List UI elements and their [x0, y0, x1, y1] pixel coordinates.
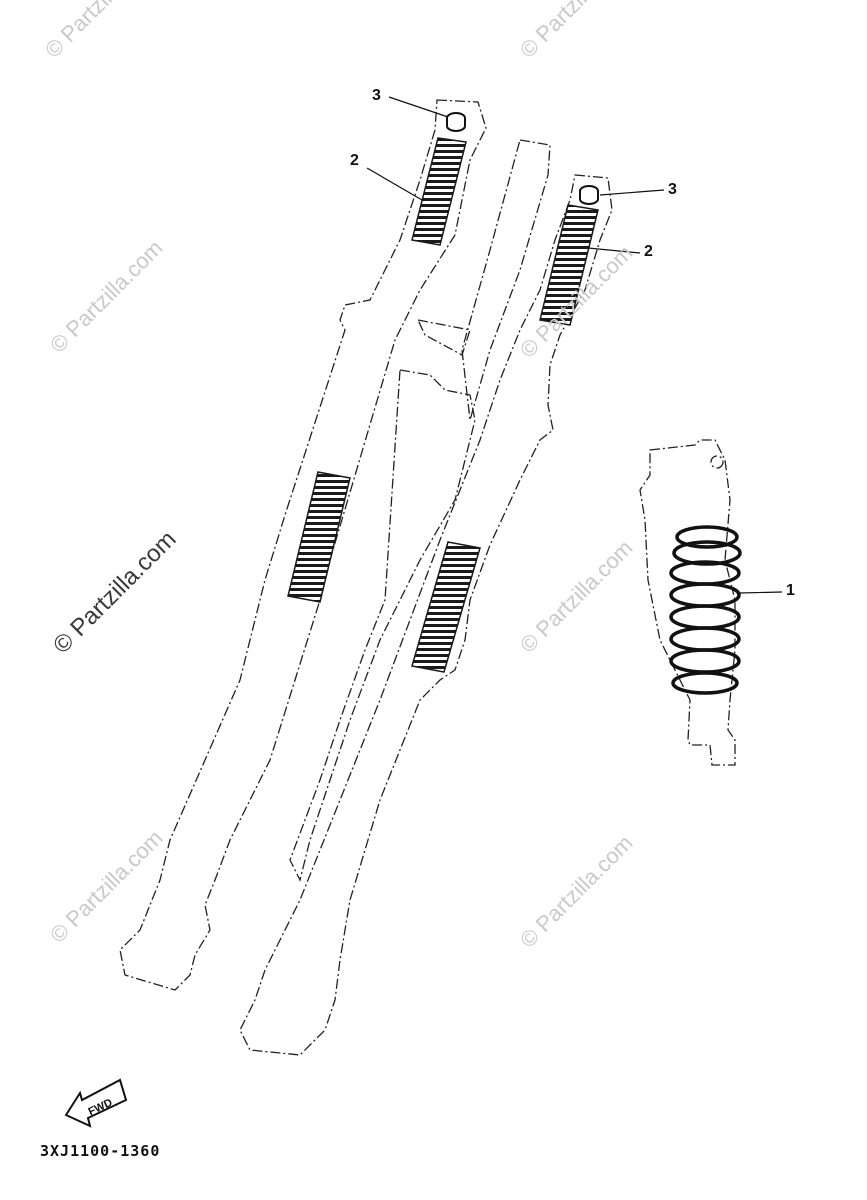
callout-3-left: 3: [372, 87, 381, 104]
leader-lines: [366, 96, 783, 594]
callout-1: 1: [786, 582, 795, 599]
right-upper-spring: [539, 204, 599, 326]
rear-shock-spring: [669, 525, 742, 695]
fwd-arrow-icon: FWD: [64, 1078, 128, 1128]
callout-3-right: 3: [668, 181, 677, 198]
middle-fork-tube: [289, 139, 551, 882]
diagram-code: 3XJ1100-1360: [40, 1142, 161, 1160]
right-fork-tube: [239, 174, 613, 1056]
left-fork-tube: [119, 99, 487, 991]
callout-2-left: 2: [350, 152, 359, 169]
rear-shock-body: [639, 439, 736, 766]
left-upper-spring: [411, 137, 467, 246]
right-lower-spring: [411, 541, 481, 673]
callout-2-right: 2: [644, 243, 653, 260]
left-spacer-collar: [446, 112, 466, 132]
right-spacer-collar: [579, 185, 599, 205]
left-lower-spring: [287, 471, 351, 603]
